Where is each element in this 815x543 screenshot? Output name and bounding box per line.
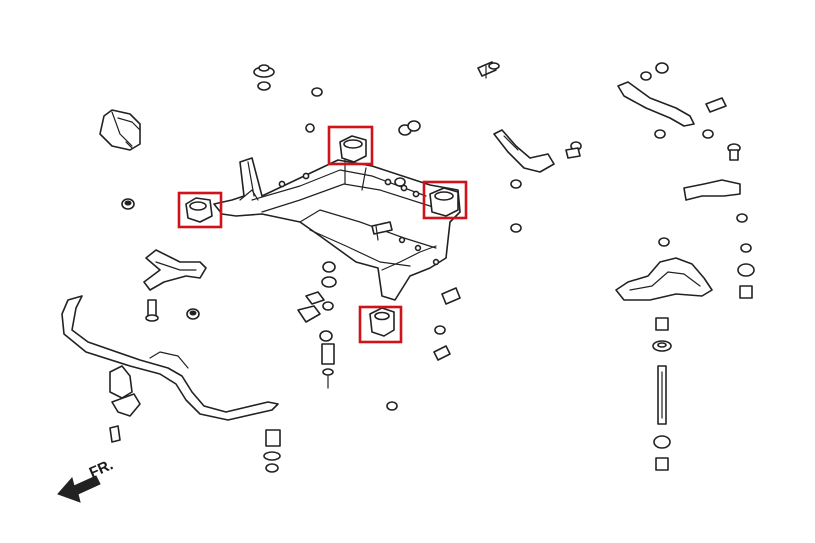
- highlight-box: [422, 180, 468, 220]
- front-direction-indicator: FR.: [57, 456, 116, 503]
- trailing-link: [493, 129, 555, 173]
- center-hardware: [321, 141, 582, 288]
- upper-rear-link: [617, 62, 741, 161]
- subframe-bushing-front-right: [327, 125, 374, 166]
- subframe-bushing-rear-center: [358, 305, 403, 344]
- top-mount-bushings: [253, 64, 421, 187]
- highlight-box: [358, 305, 403, 344]
- stabilizer-bushing-assembly: [109, 365, 141, 443]
- bolt-top-center: [477, 61, 500, 79]
- lower-bolt-cluster: [263, 287, 461, 473]
- rear-toe-link: [683, 179, 748, 223]
- small-bushings-left: [121, 198, 200, 322]
- toe-adjuster: [297, 291, 335, 389]
- rear-upper-arm: [615, 237, 755, 301]
- front-arrow-icon: [57, 475, 101, 503]
- rear-shock-components: [652, 317, 672, 471]
- front-lower-arm: [143, 249, 207, 291]
- direction-label: FR.: [87, 456, 116, 481]
- subframe-bushing-front-left: [177, 191, 223, 229]
- highlight-box: [327, 125, 374, 166]
- rear-subframe: [213, 157, 461, 301]
- diff-mount-bracket: [99, 109, 141, 151]
- subframe-bushing-rear-right: [422, 180, 468, 220]
- highlight-box: [177, 191, 223, 229]
- stabilizer-bar: [61, 295, 279, 421]
